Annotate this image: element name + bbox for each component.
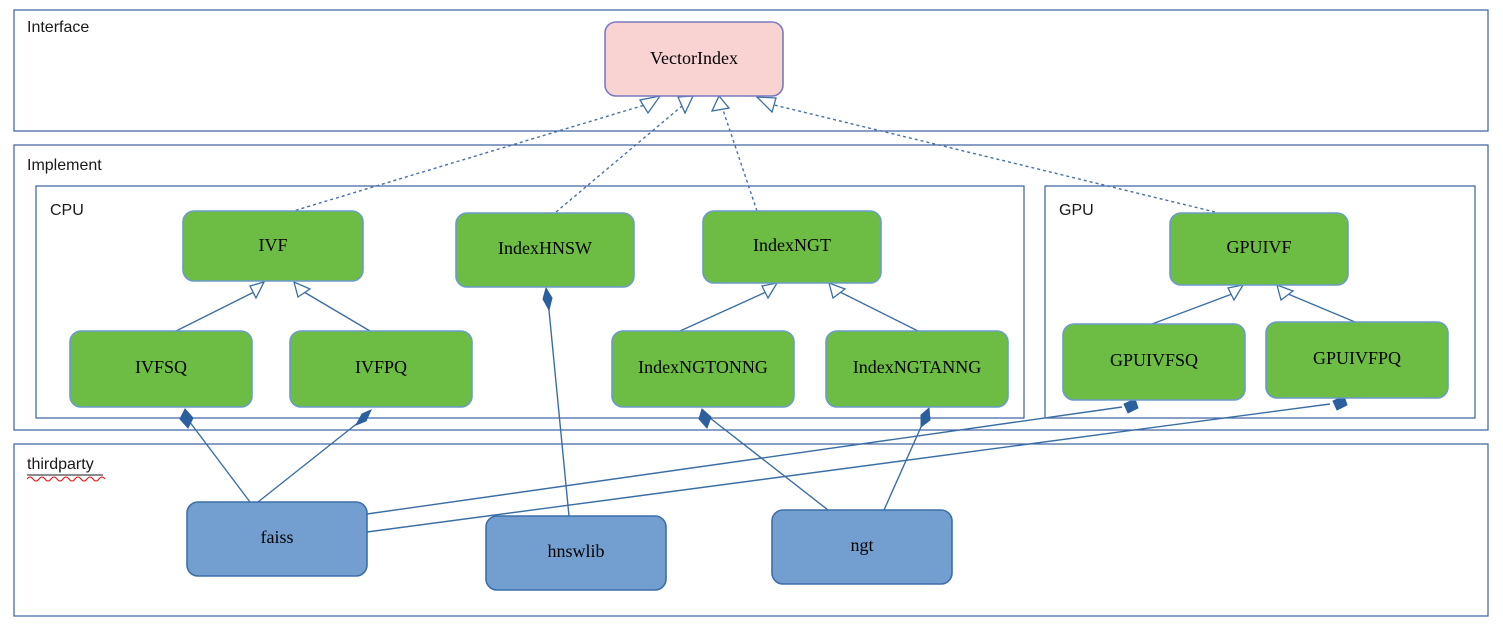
edge-gpuivfpq-to-gpuivf: [1276, 283, 1356, 323]
edge-faiss-to-gpuivfsq: [366, 398, 1139, 515]
group-label-thirdparty: thirdparty: [27, 456, 94, 473]
node-label-ivfsq: IVFSQ: [135, 357, 187, 377]
node-ivfpq[interactable]: IVFPQ: [289, 330, 473, 408]
node-rect-ngt[interactable]: [771, 509, 953, 585]
node-ivf[interactable]: IVF: [182, 210, 364, 282]
node-rect-hnswlib[interactable]: [485, 515, 667, 591]
node-rect-indexngtanng[interactable]: [825, 330, 1009, 408]
edge-indexngtonng-to-indexngt: [679, 282, 779, 332]
edge-ivfsq-to-ivf: [175, 280, 266, 332]
edge-ngt-to-indexngtanng: [883, 406, 931, 511]
edge-ngt-to-indexngtonng: [698, 408, 829, 511]
node-indexngt[interactable]: IndexNGT: [702, 210, 882, 284]
node-rect-faiss[interactable]: [186, 501, 368, 577]
node-rect-gpuivfsq[interactable]: [1062, 323, 1246, 401]
node-label-gpuivf: GPUIVF: [1226, 237, 1291, 257]
node-label-indexngt: IndexNGT: [753, 235, 831, 255]
node-rect-indexhnsw[interactable]: [455, 212, 635, 288]
node-hnswlib[interactable]: hnswlib: [485, 515, 667, 591]
node-rect-vectorindex[interactable]: [604, 21, 784, 97]
node-label-ivfpq: IVFPQ: [355, 357, 407, 377]
node-label-indexhnsw: IndexHNSW: [498, 238, 592, 258]
node-indexngtonng[interactable]: IndexNGTONNG: [611, 330, 795, 408]
node-label-indexngtonng: IndexNGTONNG: [638, 357, 768, 377]
node-label-gpuivfpq: GPUIVFPQ: [1313, 348, 1401, 368]
node-ivfsq[interactable]: IVFSQ: [69, 330, 253, 408]
edge-ivfpq-to-ivf: [293, 280, 371, 332]
node-gpuivfpq[interactable]: GPUIVFPQ: [1265, 321, 1449, 399]
node-indexngtanng[interactable]: IndexNGTANNG: [825, 330, 1009, 408]
group-label-interface: Interface: [27, 19, 89, 36]
thirdparty-spellcheck-squiggle: [26, 476, 106, 482]
node-ngt[interactable]: ngt: [771, 509, 953, 585]
node-rect-ivfsq[interactable]: [69, 330, 253, 408]
node-rect-ivfpq[interactable]: [289, 330, 473, 408]
node-label-ivf: IVF: [258, 235, 287, 255]
edge-indexngt-to-vectorindex: [710, 94, 758, 212]
group-label-cpu: CPU: [50, 202, 84, 219]
edge-indexngtanng-to-indexngt: [828, 281, 919, 332]
node-rect-gpuivfpq[interactable]: [1265, 321, 1449, 399]
node-faiss[interactable]: faiss: [186, 501, 368, 577]
edge-ivf-to-vectorindex: [289, 95, 662, 213]
node-label-indexngtanng: IndexNGTANNG: [853, 357, 982, 377]
edge-hnswlib-to-indexhnsw: [542, 286, 570, 517]
node-label-ngt: ngt: [850, 535, 873, 555]
node-label-vectorindex: VectorIndex: [650, 48, 738, 68]
node-rect-indexngtonng[interactable]: [611, 330, 795, 408]
edge-faiss-to-gpuivfpq: [366, 395, 1348, 533]
node-label-gpuivfsq: GPUIVFSQ: [1110, 350, 1198, 370]
edge-gpuivfsq-to-gpuivf: [1151, 284, 1245, 325]
node-rect-ivf[interactable]: [182, 210, 364, 282]
node-rect-indexngt[interactable]: [702, 210, 882, 284]
node-label-faiss: faiss: [261, 527, 294, 547]
group-label-implement: Implement: [27, 157, 102, 174]
group-label-gpu: GPU: [1059, 202, 1094, 219]
edge-faiss-to-ivfpq: [257, 409, 372, 503]
node-gpuivf[interactable]: GPUIVF: [1169, 212, 1349, 286]
node-indexhnsw[interactable]: IndexHNSW: [455, 212, 635, 288]
edge-gpuivf-to-vectorindex: [755, 96, 1216, 213]
node-label-hnswlib: hnswlib: [547, 541, 604, 561]
node-gpuivfsq[interactable]: GPUIVFSQ: [1062, 323, 1246, 401]
edge-faiss-to-ivfsq: [179, 408, 251, 503]
node-vectorindex[interactable]: VectorIndex: [604, 21, 784, 97]
node-rect-gpuivf[interactable]: [1169, 212, 1349, 286]
